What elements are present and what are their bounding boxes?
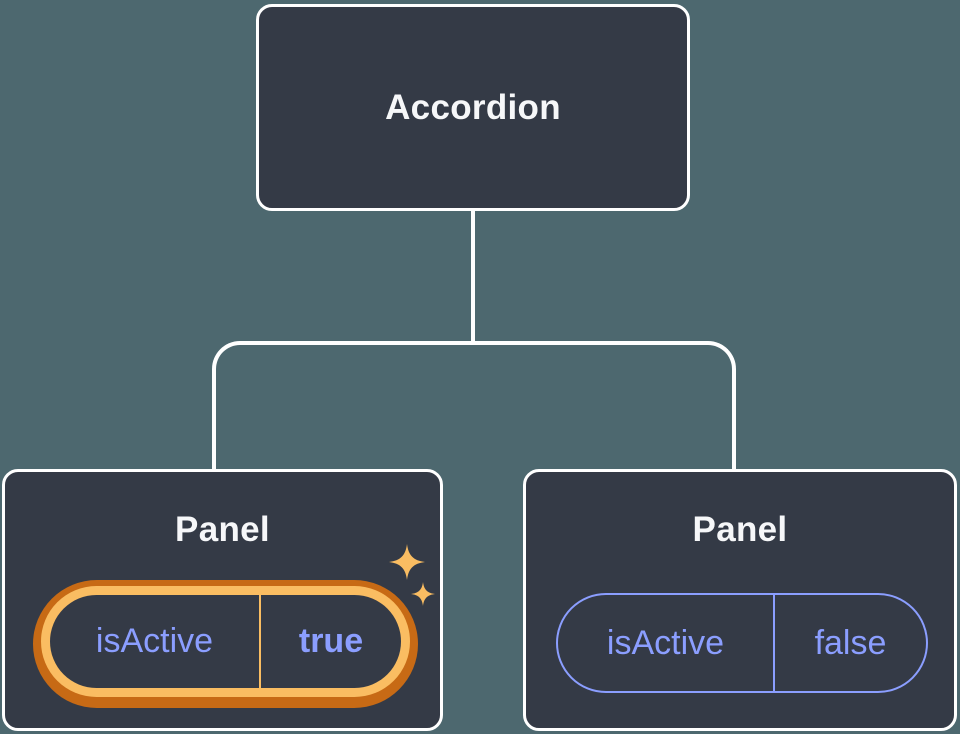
accordion-node: Accordion xyxy=(256,4,690,211)
sparkle-icon-large xyxy=(389,544,425,580)
state-pill-highlight-ring: isActive true xyxy=(41,586,410,697)
state-value: true xyxy=(298,622,364,660)
state-value: false xyxy=(814,623,887,662)
panel-node-label: Panel xyxy=(175,510,270,549)
pill-divider xyxy=(259,595,261,688)
accordion-node-label: Accordion xyxy=(385,87,561,127)
sparkle-icon-small xyxy=(411,582,435,606)
connector-branch xyxy=(212,341,736,470)
pill-divider xyxy=(773,595,775,691)
panel-node-inactive: Panel isActive false xyxy=(523,469,957,731)
state-name: isActive xyxy=(606,623,725,662)
state-pill-active: isActive true xyxy=(33,580,418,708)
panel-node-label: Panel xyxy=(692,510,788,549)
state-pill-inactive: isActive false xyxy=(556,593,928,693)
state-name: isActive xyxy=(95,622,214,660)
connector-stem xyxy=(471,209,475,343)
panel-node-active: Panel isActive true xyxy=(2,469,443,731)
